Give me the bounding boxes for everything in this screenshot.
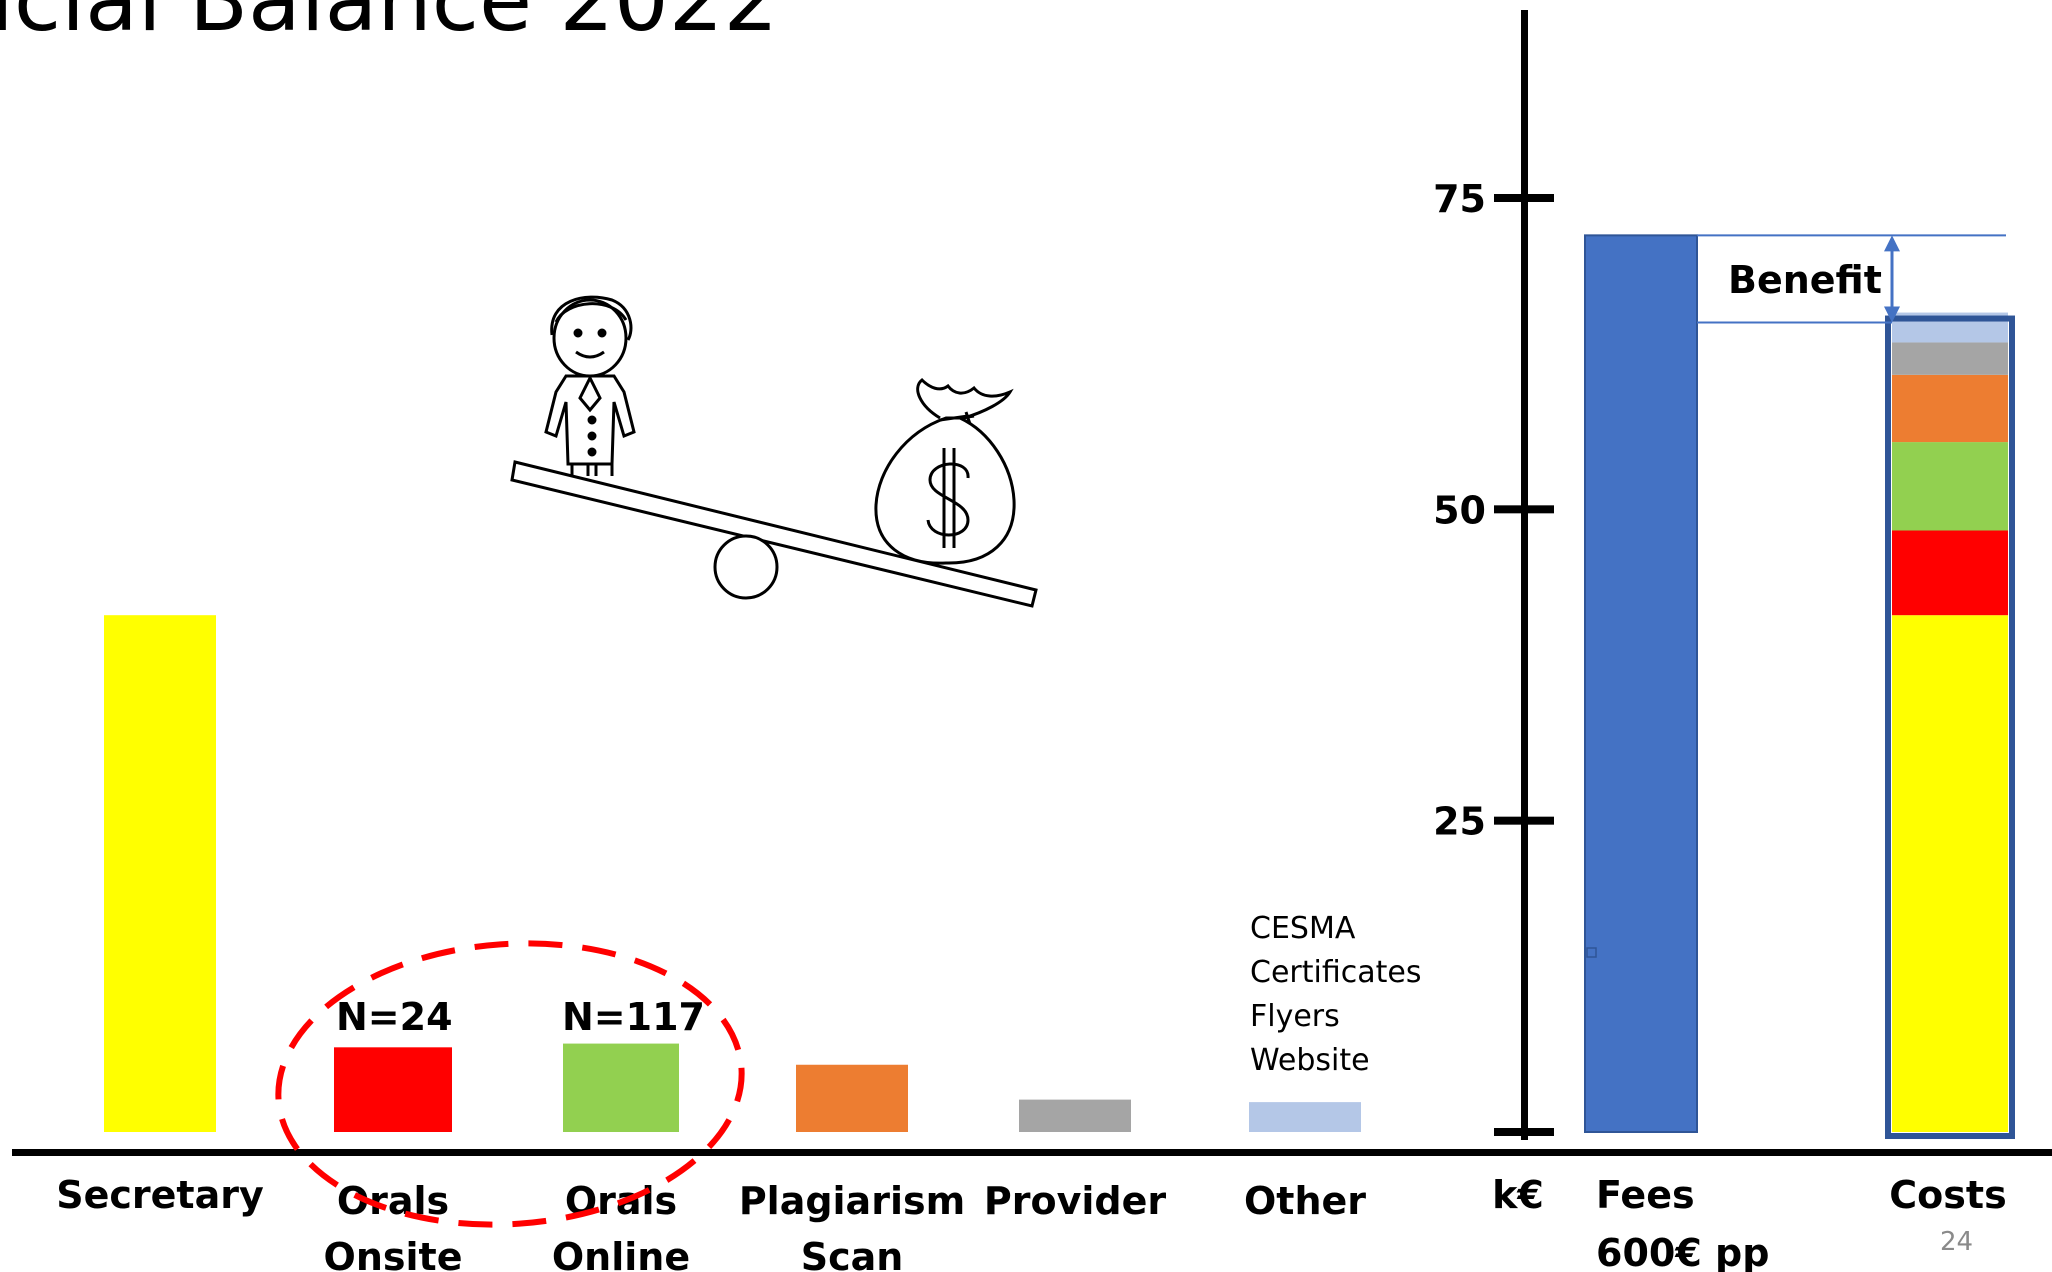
y-tick (1494, 194, 1554, 202)
y-tick-label: 25 (1433, 800, 1486, 844)
category-label-line: Scan (801, 1235, 904, 1272)
y-tick-label: 50 (1433, 488, 1486, 532)
other-note-line: Website (1250, 1043, 1370, 1078)
category-label-line: Orals (337, 1179, 449, 1223)
category-label-line: 600€ pp (1596, 1231, 1769, 1272)
y-tick (1494, 816, 1554, 825)
category-label-costs: Costs (1889, 1173, 2006, 1217)
category-label-fees: Fees 600€ pp (1596, 1173, 1769, 1272)
bar-orals-online (563, 1043, 679, 1132)
money-bag-icon (874, 377, 1016, 565)
seesaw-illustration (510, 295, 1038, 608)
other-note-line: Certificates (1250, 955, 1421, 990)
category-label-line: Onsite (324, 1235, 463, 1272)
category-label-line: Costs (1889, 1173, 2006, 1217)
category-label-line: Secretary (56, 1173, 264, 1217)
y-axis-line (1521, 10, 1528, 1140)
category-label: Secretary (56, 1173, 264, 1217)
category-label-line: Other (1244, 1179, 1366, 1223)
category-label-line: Provider (984, 1179, 1166, 1223)
selection-handle (1586, 947, 1597, 958)
category-label-line: Online (552, 1235, 690, 1272)
benefit-arrow-head-up (1884, 235, 1900, 252)
page-number: 24 (1940, 1227, 1973, 1257)
y-axis-unit-label: k€ (1492, 1173, 1544, 1217)
costs-segment-plagiarism-scan (1892, 374, 2008, 443)
benefit-label: Benefit (1728, 258, 1882, 302)
bar-plagiarism-scan (796, 1064, 908, 1132)
orals-highlight-ellipse (275, 940, 745, 1228)
other-note-line: Flyers (1250, 999, 1340, 1034)
seesaw-fulcrum (713, 534, 779, 600)
category-label: Provider (984, 1179, 1166, 1223)
y-tick (1494, 505, 1554, 514)
y-tick-label: 75 (1433, 177, 1486, 221)
category-label-line: Plagiarism (739, 1179, 965, 1223)
bar-fees (1584, 234, 1698, 1134)
category-label: Other (1244, 1179, 1366, 1223)
x-axis-line (12, 1149, 2052, 1156)
person-icon (544, 295, 636, 476)
y-axis-base-tick (1494, 1128, 1554, 1136)
orals-online-count: N=117 (562, 995, 705, 1039)
costs-segment-orals-online (1892, 442, 2008, 531)
costs-segment-orals-onsite (1892, 530, 2008, 616)
costs-bar-outline (1885, 315, 2015, 1139)
bar-other (1249, 1102, 1361, 1132)
seesaw-plank (510, 460, 1038, 608)
costs-segment-provider (1892, 342, 2008, 375)
other-note-line: CESMA (1250, 911, 1356, 946)
category-label-line: Fees (1596, 1173, 1695, 1217)
bar-secretary (104, 615, 216, 1132)
slide-title: icial Balance 2022 (0, 0, 778, 51)
benefit-arrow-head-down (1884, 306, 1900, 323)
orals-onsite-count: N=24 (336, 995, 453, 1039)
bar-provider (1019, 1099, 1131, 1132)
costs-segment-secretary (1892, 615, 2008, 1132)
bar-orals-onsite (334, 1047, 452, 1132)
